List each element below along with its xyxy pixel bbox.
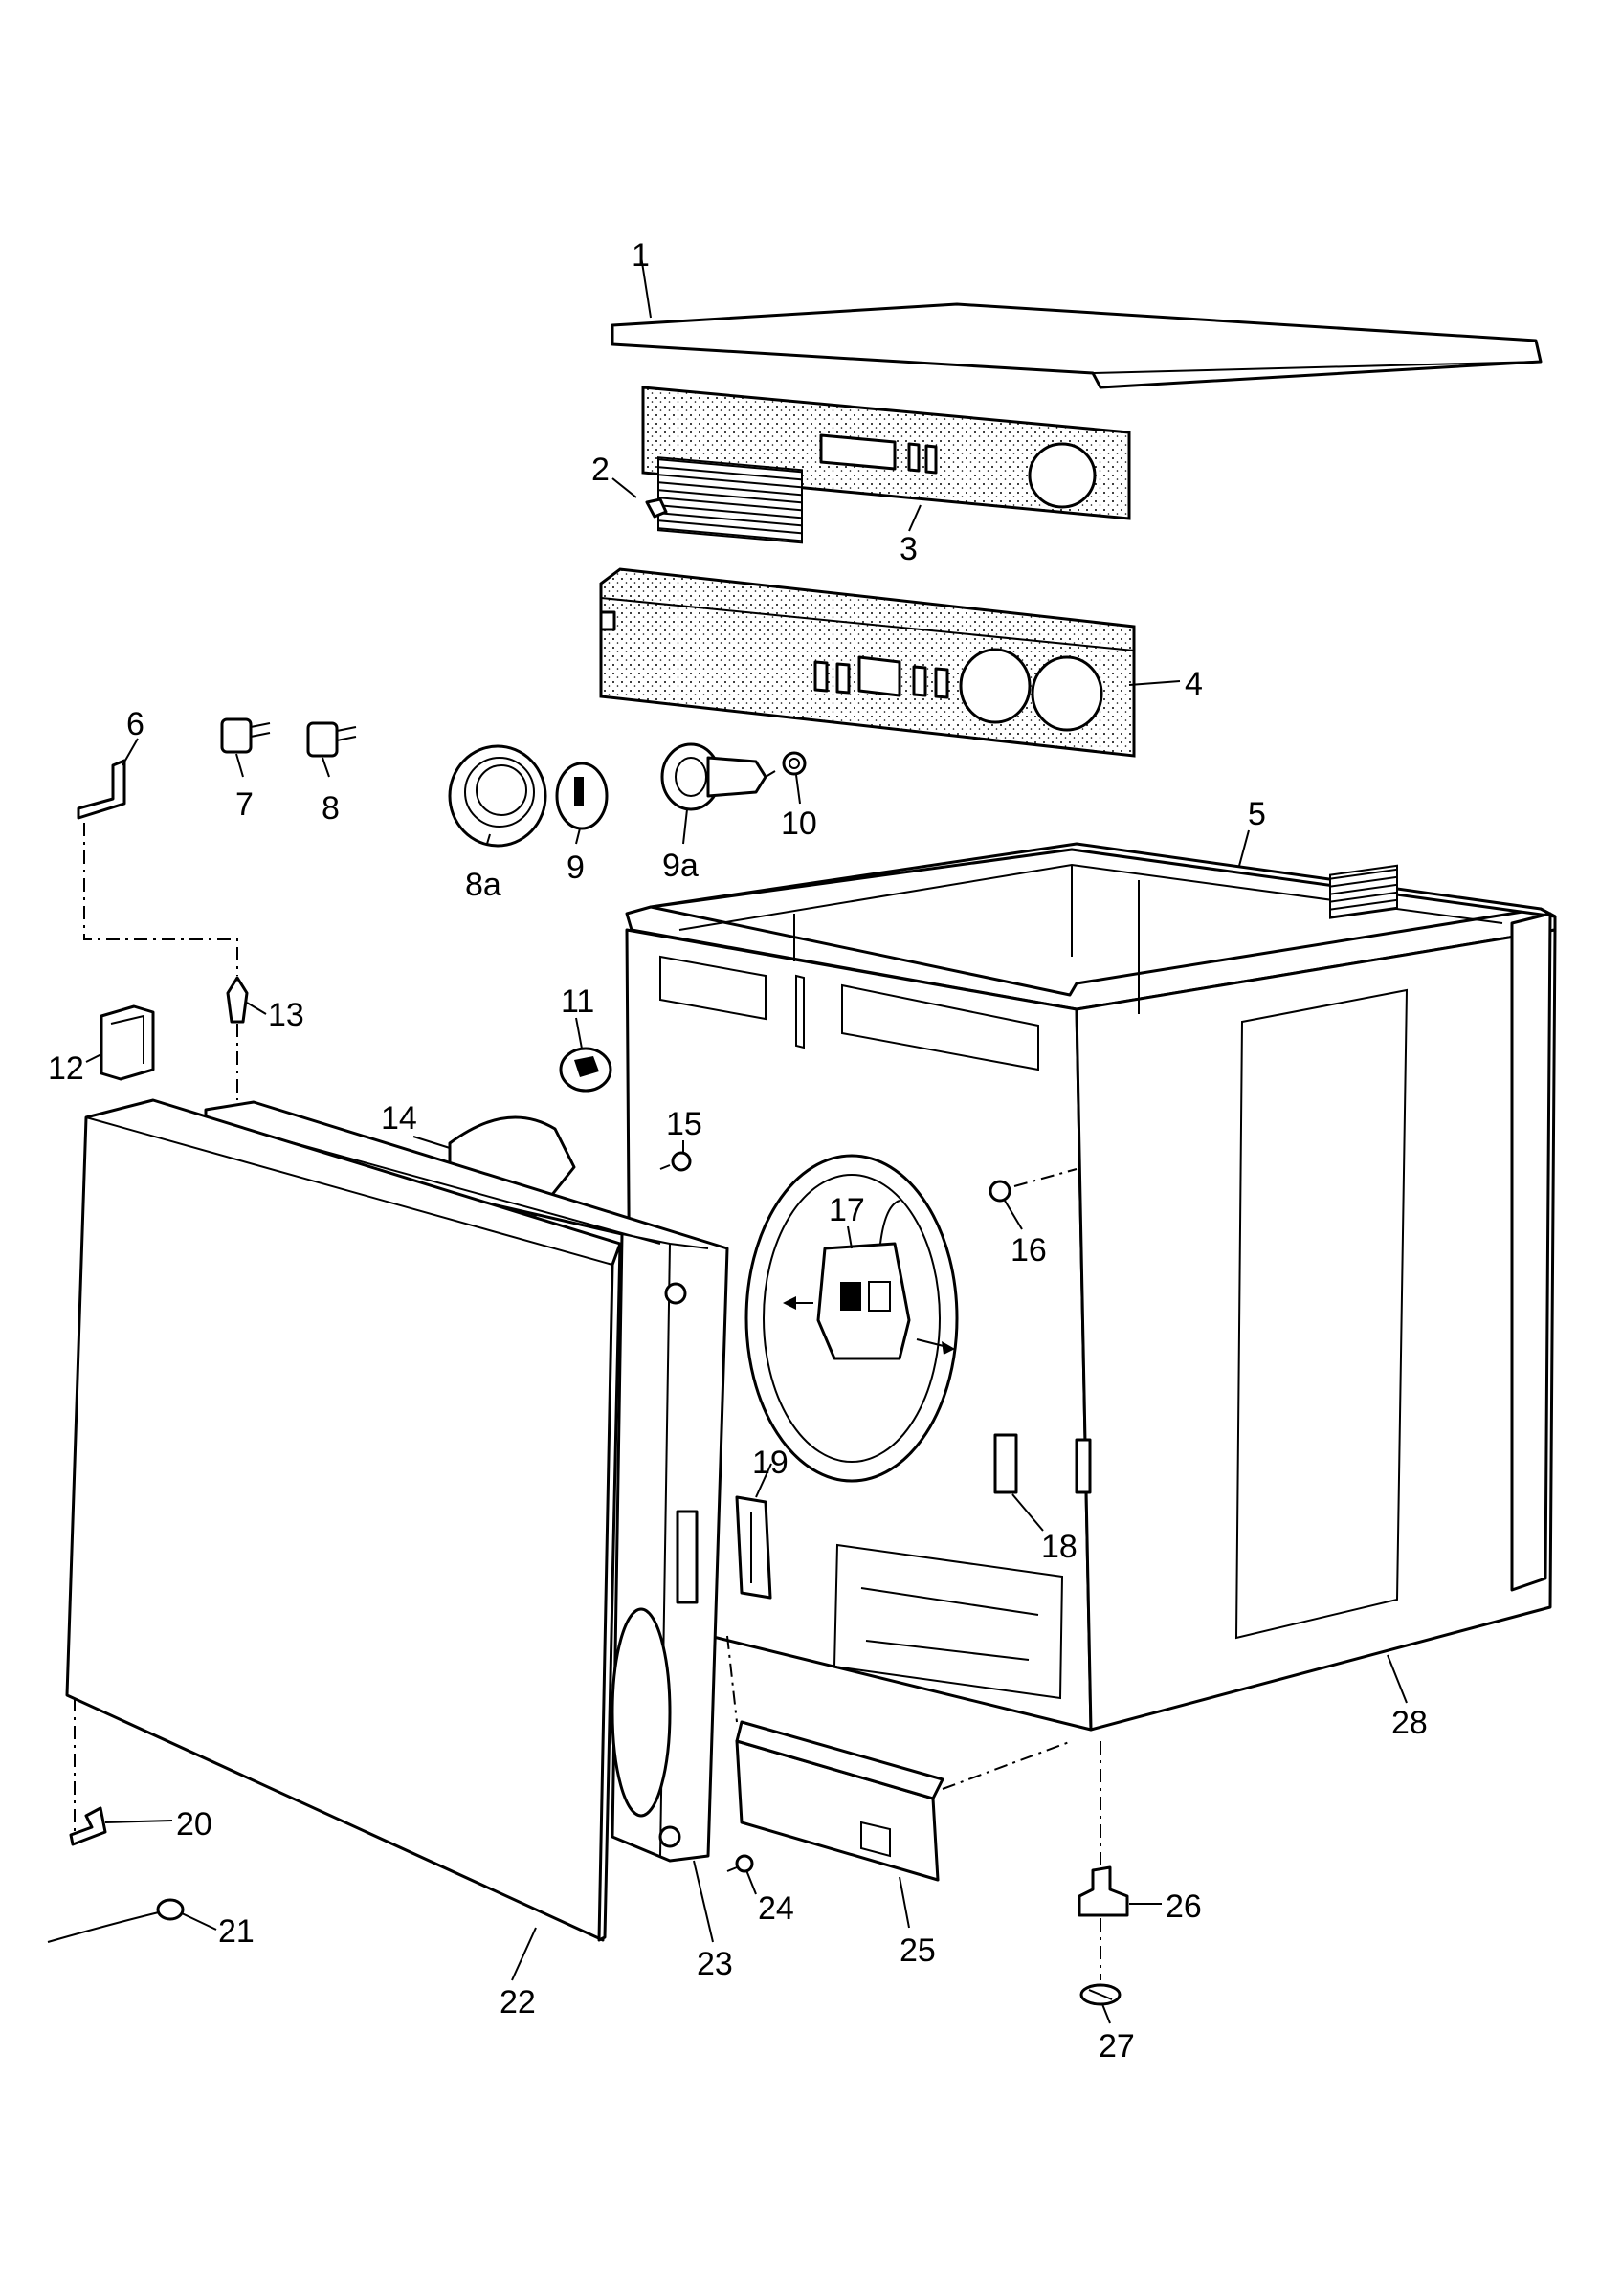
callout-9a: 9a [662, 848, 699, 884]
part-button-8 [306, 721, 357, 758]
part-knob [555, 762, 609, 830]
callout-22: 22 [500, 1984, 536, 2020]
callout-5: 5 [1248, 796, 1266, 832]
part-hinge [100, 1004, 155, 1081]
part-screw-15 [659, 1151, 692, 1172]
part-nut [782, 751, 807, 776]
callout-12: 12 [48, 1050, 84, 1087]
callout-9: 9 [567, 850, 585, 886]
part-door-panel [65, 1098, 622, 1942]
callout-14: 14 [381, 1100, 417, 1137]
part-button-7 [220, 718, 271, 754]
part-hose [47, 1898, 185, 1943]
part-bracket [77, 759, 126, 820]
callout-8: 8 [322, 790, 340, 827]
callout-26: 26 [1166, 1888, 1202, 1925]
part-clip-20 [69, 1698, 107, 1846]
callout-8a: 8a [465, 867, 501, 903]
callout-17: 17 [829, 1192, 865, 1228]
part-foot [1078, 1741, 1129, 1980]
callout-3: 3 [900, 531, 918, 567]
part-hinge-plate [735, 1495, 772, 1600]
callout-21: 21 [218, 1913, 255, 1950]
part-foot-nut [1079, 1983, 1122, 2006]
part-timer-knob [660, 742, 776, 811]
callout-24: 24 [758, 1890, 794, 1927]
part-control-panel-upper [641, 386, 1131, 544]
part-fascia-panel [599, 567, 1136, 758]
callout-28: 28 [1391, 1705, 1428, 1741]
callout-6: 6 [126, 706, 144, 742]
part-grommet-16 [989, 1168, 1078, 1203]
callout-7: 7 [235, 786, 254, 823]
callout-16: 16 [1011, 1232, 1047, 1269]
part-switch [559, 1047, 612, 1093]
callout-27: 27 [1099, 2028, 1135, 2064]
callout-25: 25 [900, 1932, 936, 1969]
callout-18: 18 [1041, 1529, 1078, 1565]
callout-13: 13 [268, 997, 304, 1033]
callout-23: 23 [697, 1946, 733, 1982]
callout-10: 10 [781, 806, 817, 842]
part-bezel-ring [448, 744, 547, 848]
part-kickplate [726, 1635, 1073, 1882]
callout-1: 1 [632, 237, 650, 274]
callout-20: 20 [176, 1806, 212, 1843]
part-inner-frame [204, 1100, 729, 1863]
callout-11: 11 [561, 983, 594, 1020]
part-door-lock [783, 1200, 955, 1360]
callout-19: 19 [752, 1445, 789, 1481]
part-clip [645, 497, 668, 519]
callout-15: 15 [666, 1106, 702, 1142]
callout-2: 2 [591, 452, 610, 488]
part-screw-24 [726, 1854, 754, 1873]
part-worktop [611, 302, 1543, 389]
callout-4: 4 [1185, 666, 1203, 702]
part-pin [226, 976, 249, 1024]
